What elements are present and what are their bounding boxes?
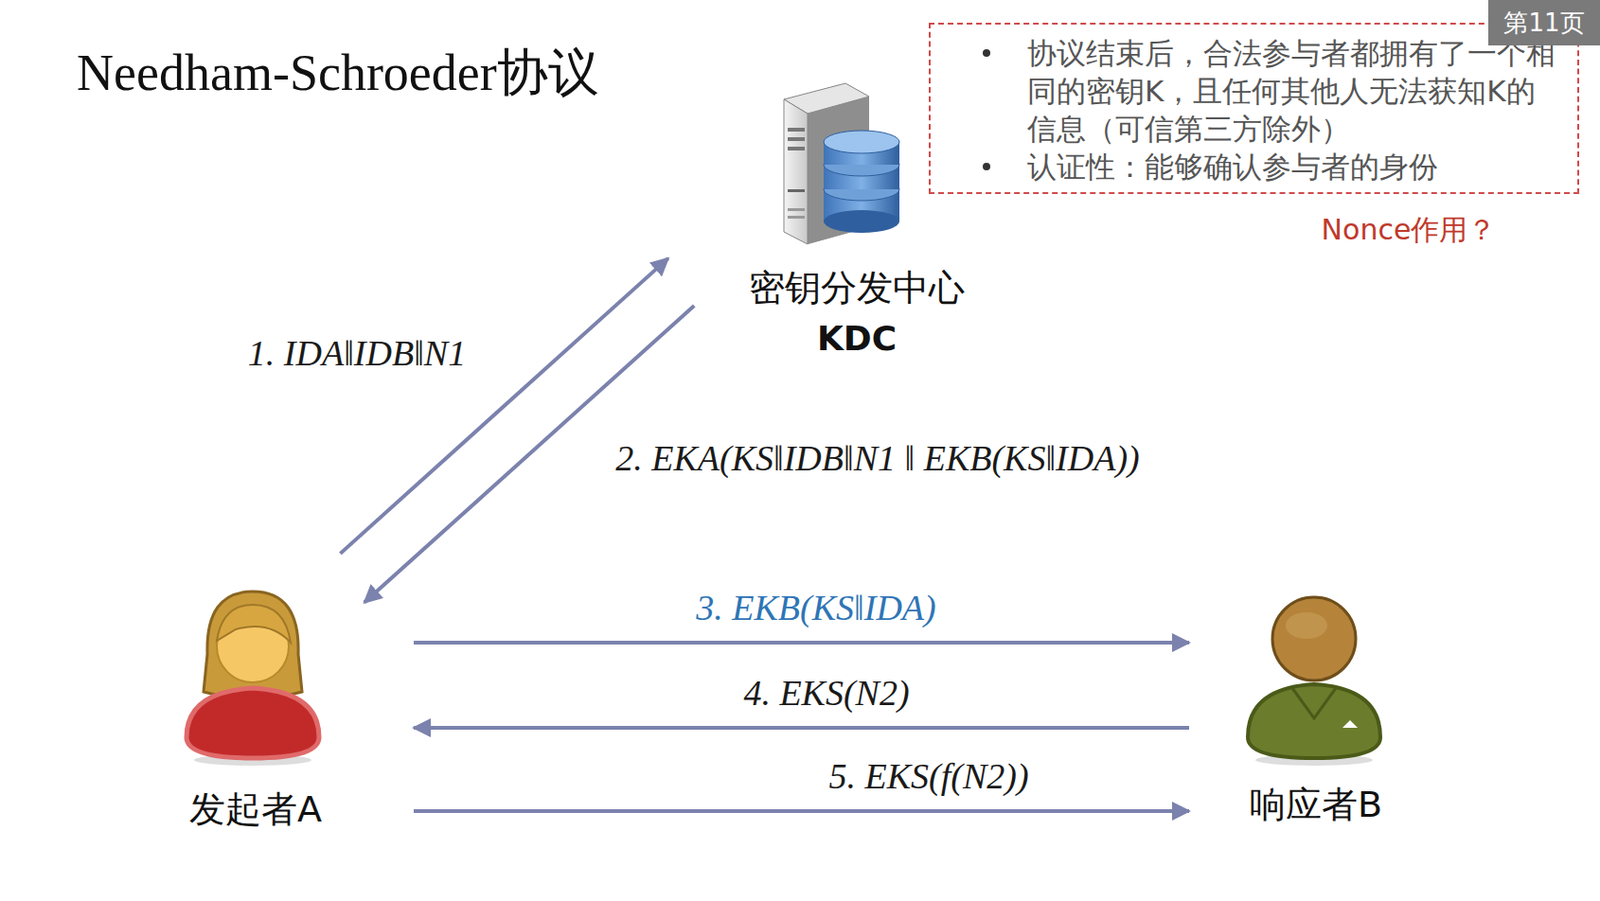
- bullet-note: 协议结束后，合法参与者都拥有了一个相同的密钥K，且任何其他人无法获知K的信息（可…: [1027, 34, 1564, 148]
- message-label: 1. IDA‖IDB‖N1: [248, 334, 466, 374]
- server-icon: [764, 75, 907, 247]
- page-tag: 第11页: [1488, 0, 1600, 46]
- slide-title: Needham-Schroeder协议: [76, 45, 600, 102]
- icon: [1240, 586, 1388, 772]
- node-subtitle: KDC: [719, 318, 995, 359]
- message-label: 3. EKB(KS‖IDA): [695, 588, 936, 629]
- icon: [764, 75, 907, 250]
- message-arrow: [413, 726, 1190, 730]
- icon: [178, 586, 327, 772]
- note-box: 协议结束后，合法参与者都拥有了一个相同的密钥K，且任何其他人无法获知K的信息（可…: [928, 22, 1580, 195]
- message-label: 4. EKS(N2): [743, 674, 909, 714]
- node-title: 密钥分发中心: [719, 266, 995, 311]
- message-arrow: [413, 640, 1190, 645]
- message-arrow: [339, 258, 668, 554]
- question-note: Nonce作用？: [1321, 211, 1497, 250]
- actor-label: 发起者A: [142, 788, 370, 833]
- responder-icon: [1240, 586, 1388, 768]
- message-label: 2. EKA(KS‖IDB‖N1 ‖ EKB(KS‖IDA)): [615, 439, 1140, 480]
- bullet-dot: [982, 49, 991, 57]
- message-label: 5. EKS(f(N2)): [828, 757, 1029, 798]
- responder: 响应者B: [1221, 582, 1411, 843]
- bullet-dot: [982, 162, 991, 171]
- bullet-note: 认证性：能够确认参与者的身份: [1027, 147, 1564, 186]
- actor-label: 响应者B: [1202, 783, 1430, 828]
- kdc-server: 密钥分发中心 KDC: [719, 75, 995, 360]
- initiator: 发起者A: [160, 582, 351, 843]
- message-arrow: [413, 809, 1190, 814]
- initiator-icon: [178, 586, 327, 768]
